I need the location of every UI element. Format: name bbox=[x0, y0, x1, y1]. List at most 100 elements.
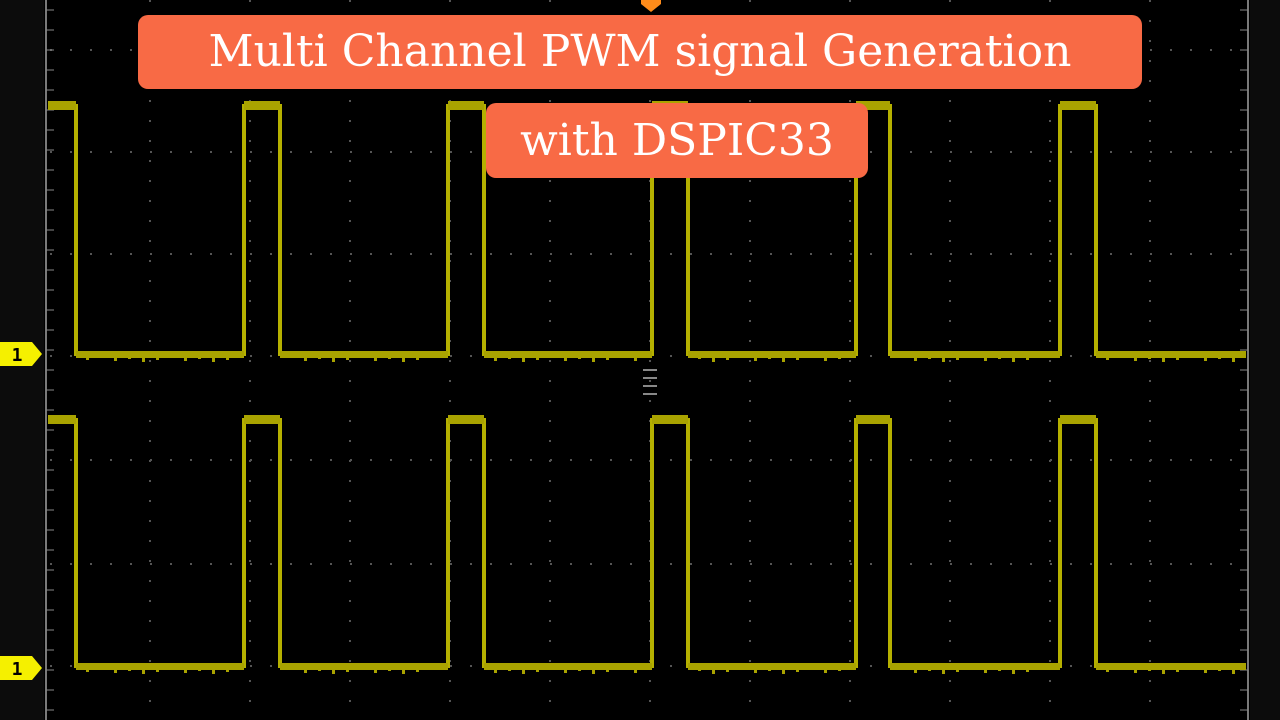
trace-high-level bbox=[448, 101, 484, 110]
trace-low-level bbox=[484, 663, 652, 670]
trace-noise bbox=[634, 356, 637, 361]
trace-noise bbox=[522, 356, 525, 362]
trace-high-level bbox=[244, 101, 280, 110]
trace-noise bbox=[592, 668, 595, 674]
trace-noise bbox=[346, 356, 349, 360]
trace-noise bbox=[1162, 356, 1165, 362]
right-bezel bbox=[1250, 0, 1280, 720]
trace-noise bbox=[1012, 356, 1015, 362]
trace-noise bbox=[1106, 356, 1109, 360]
trace-noise bbox=[226, 356, 229, 360]
trace-noise bbox=[754, 668, 757, 673]
trace-noise bbox=[796, 668, 799, 672]
trace-noise bbox=[128, 668, 131, 671]
trace-noise bbox=[508, 356, 511, 359]
trace-high-level bbox=[48, 101, 76, 110]
trace-noise bbox=[998, 668, 1001, 671]
trace-low-level bbox=[280, 663, 448, 670]
trace-noise bbox=[1232, 668, 1235, 674]
trace-noise bbox=[332, 668, 335, 674]
trace-noise bbox=[494, 668, 497, 673]
trace-noise bbox=[114, 668, 117, 673]
trace-high-level bbox=[48, 415, 76, 424]
trace-noise bbox=[374, 356, 377, 361]
trace-noise bbox=[606, 668, 609, 672]
trace-noise bbox=[416, 356, 419, 360]
trace-noise bbox=[942, 356, 945, 362]
channel-1-marker-top: 1 bbox=[0, 342, 42, 366]
trace-noise bbox=[606, 356, 609, 360]
trace-noise bbox=[184, 668, 187, 673]
trace-noise bbox=[156, 356, 159, 360]
trace-noise bbox=[1106, 668, 1109, 672]
trace-noise bbox=[212, 668, 215, 674]
trace-noise bbox=[1026, 668, 1029, 672]
trace-noise bbox=[998, 356, 1001, 359]
trace-low-level bbox=[76, 663, 244, 670]
trace-low-level bbox=[688, 351, 856, 358]
trace-noise bbox=[1026, 356, 1029, 360]
trace-noise bbox=[956, 668, 959, 672]
trace-noise bbox=[494, 356, 497, 361]
trace-low-level bbox=[280, 351, 448, 358]
trace-noise bbox=[810, 356, 813, 358]
trace-noise bbox=[1148, 356, 1151, 359]
trace-noise bbox=[318, 356, 321, 359]
trace-low-level bbox=[890, 663, 1060, 670]
trace-noise bbox=[956, 356, 959, 360]
trace-noise bbox=[754, 356, 757, 361]
trace-noise bbox=[942, 668, 945, 674]
trace-noise bbox=[430, 668, 433, 670]
channel-1-marker-icon bbox=[0, 342, 42, 366]
trace-high-level bbox=[856, 101, 890, 110]
trace-noise bbox=[768, 668, 771, 671]
trace-noise bbox=[900, 356, 903, 358]
pwm-trace bbox=[48, 418, 1246, 668]
channel-marker-label: 1 bbox=[12, 659, 23, 680]
title-banner-line-2: with DSPIC33 bbox=[486, 103, 868, 178]
trace-noise bbox=[984, 668, 987, 673]
trace-high-level bbox=[448, 415, 484, 424]
trace-noise bbox=[430, 356, 433, 358]
channel-1-marker-icon bbox=[0, 656, 42, 680]
trace-noise bbox=[170, 356, 173, 358]
title-banner-line-1: Multi Channel PWM signal Generation bbox=[138, 15, 1142, 89]
trace-noise bbox=[1218, 668, 1221, 671]
trace-noise bbox=[782, 668, 785, 674]
trace-noise bbox=[970, 356, 973, 358]
trace-noise bbox=[914, 356, 917, 361]
trace-noise bbox=[550, 356, 553, 358]
trigger-position-icon bbox=[641, 0, 661, 12]
trace-high-level bbox=[244, 415, 280, 424]
trace-noise bbox=[388, 668, 391, 671]
trace-noise bbox=[796, 356, 799, 360]
trace-noise bbox=[970, 668, 973, 670]
trace-noise bbox=[564, 668, 567, 673]
channel-marker-label: 1 bbox=[12, 345, 23, 366]
trace-noise bbox=[1134, 668, 1137, 673]
trace-noise bbox=[1190, 668, 1193, 670]
trace-noise bbox=[100, 356, 103, 358]
trace-noise bbox=[1204, 668, 1207, 673]
trace-noise bbox=[768, 356, 771, 359]
trace-noise bbox=[838, 668, 841, 671]
trace-noise bbox=[290, 668, 293, 670]
trace-noise bbox=[698, 356, 701, 359]
trace-noise bbox=[1190, 356, 1193, 358]
trace-noise bbox=[698, 668, 701, 671]
trace-noise bbox=[592, 356, 595, 362]
trace-noise bbox=[824, 668, 827, 673]
trace-low-level bbox=[890, 351, 1060, 358]
trace-high-level bbox=[1060, 415, 1096, 424]
trace-low-level bbox=[1096, 351, 1246, 358]
trace-noise bbox=[212, 356, 215, 362]
trace-noise bbox=[1040, 356, 1043, 358]
channel-1-marker-bottom: 1 bbox=[0, 656, 42, 680]
trace-low-level bbox=[1096, 663, 1246, 670]
trace-noise bbox=[838, 356, 841, 359]
trace-noise bbox=[578, 668, 581, 671]
trace-noise bbox=[290, 356, 293, 358]
trace-noise bbox=[508, 668, 511, 671]
trace-noise bbox=[1204, 356, 1207, 361]
trace-noise bbox=[360, 356, 363, 358]
